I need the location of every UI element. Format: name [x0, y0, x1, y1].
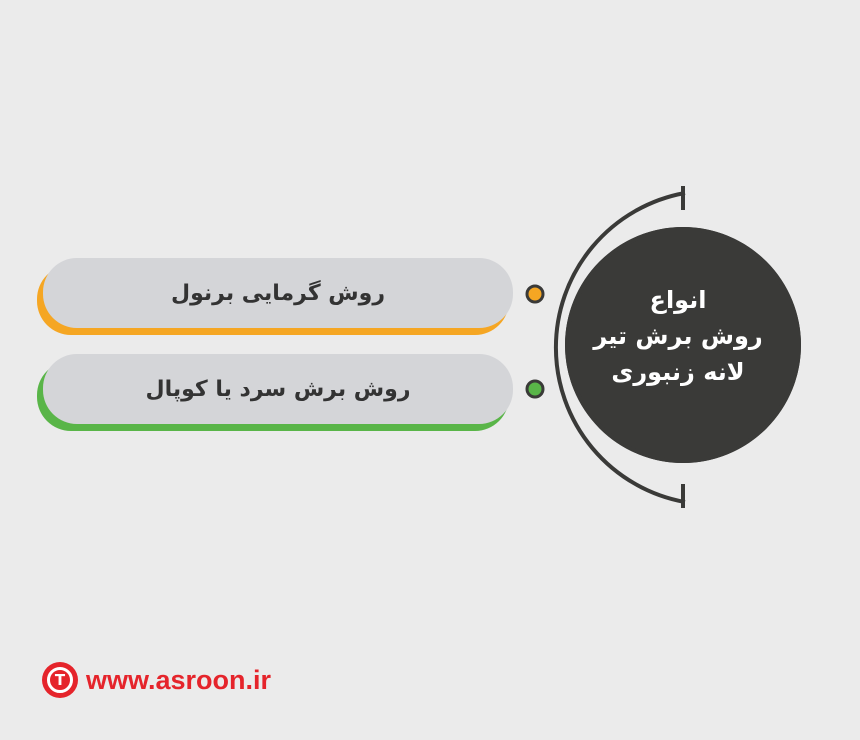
footer-brand: T www.asroon.ir	[42, 660, 271, 700]
center-circle	[565, 227, 801, 463]
center-title-line-3: لانه زنبوری	[611, 358, 745, 386]
center-title-line-2: روش برش تیر	[593, 322, 763, 350]
method-label-thermal: روش گرمایی برنول	[171, 280, 385, 306]
method-item-thermal: روش گرمایی برنول	[37, 258, 513, 335]
website-url[interactable]: www.asroon.ir	[86, 664, 272, 695]
connector-dot-orange	[525, 284, 545, 304]
brand-logo-icon: T	[42, 662, 78, 698]
connector-dot-green	[525, 379, 545, 399]
outer-arc	[553, 191, 686, 504]
method-item-cold: روش برش سرد یا کوپال	[37, 354, 513, 431]
center-title-line-1: انواع	[649, 286, 707, 314]
pill-face	[43, 258, 513, 328]
center-inner-ring	[565, 227, 801, 463]
method-label-cold: روش برش سرد یا کوپال	[145, 376, 411, 402]
center-title: انواع روش برش تیر لانه زنبوری	[578, 282, 778, 390]
pill-face	[43, 354, 513, 424]
